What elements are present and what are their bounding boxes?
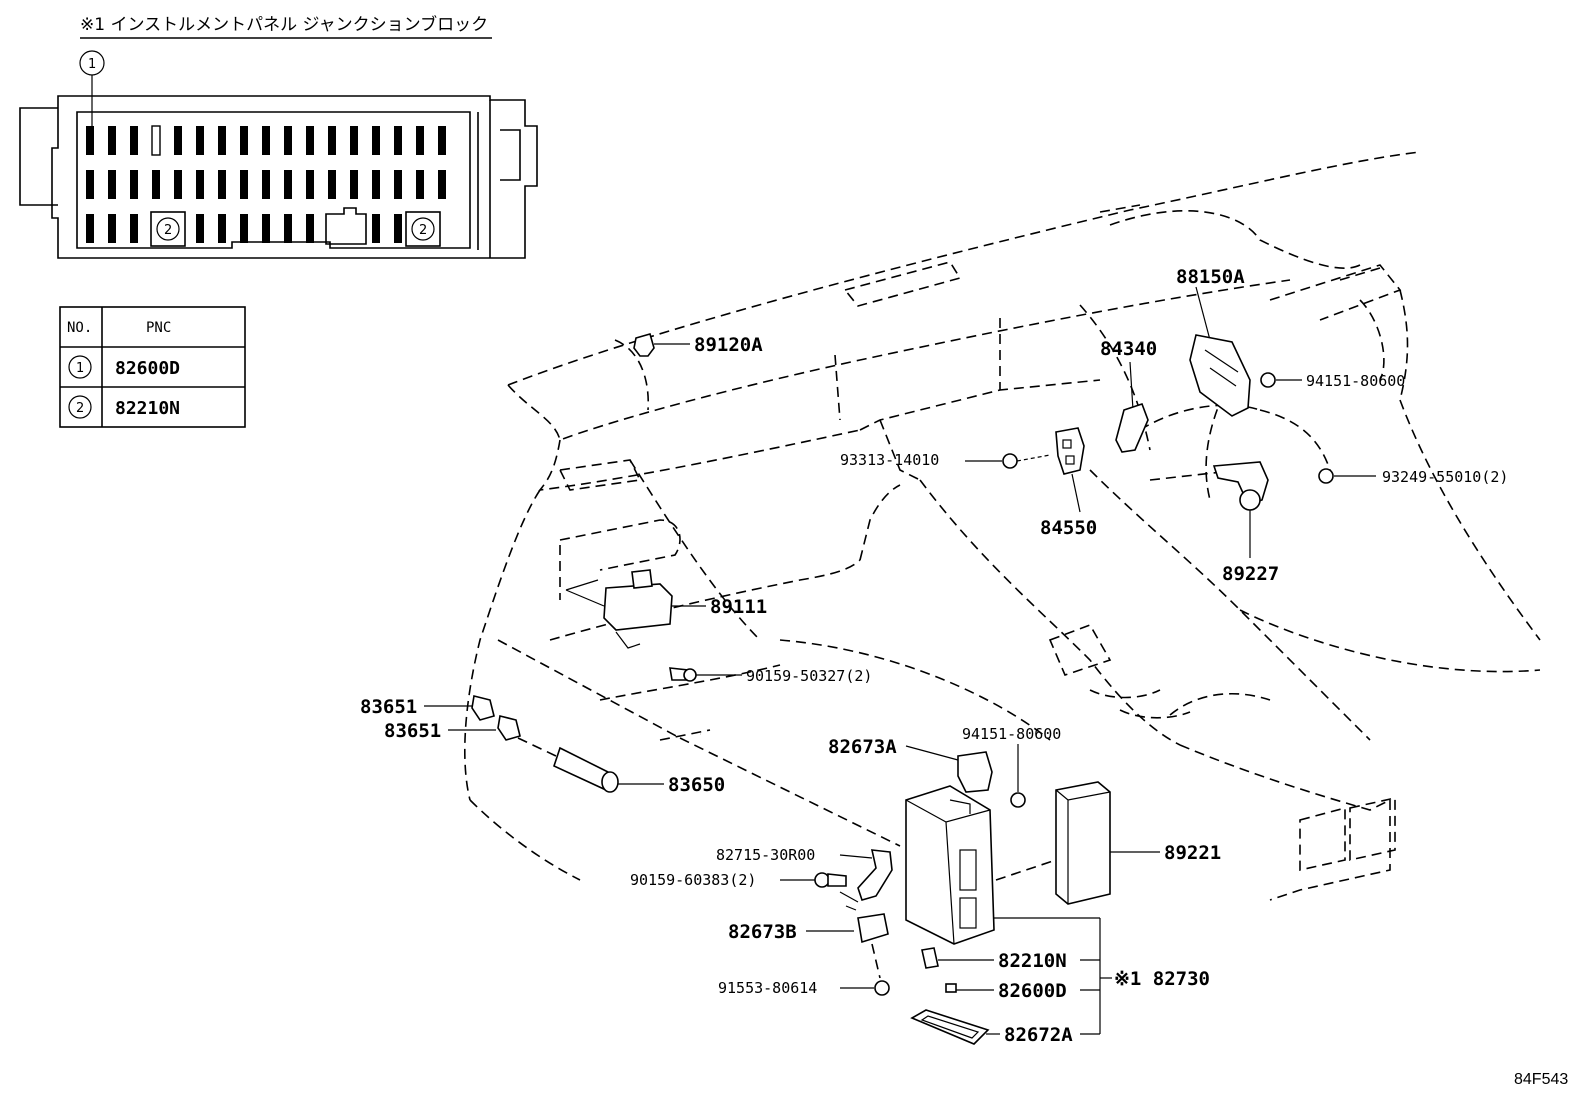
part-89227[interactable]: 89227	[1212, 461, 1279, 585]
label-89227: 89227	[1222, 563, 1279, 585]
part-82600D[interactable]: 82600D	[945, 980, 1067, 1002]
part-94151-80600-a[interactable]: 94151-80600	[1260, 372, 1405, 390]
label-94151-80600-a: 94151-80600	[1306, 372, 1405, 390]
label-90159-60383: 90159-60383(2)	[630, 871, 756, 889]
label-82600D: 82600D	[998, 980, 1067, 1002]
dashed-leaders	[497, 639, 901, 847]
part-88150A[interactable]: 88150A	[1176, 266, 1251, 417]
junction-block-inset: ※1 インストルメントパネル ジャンクションブロック 1	[19, 14, 538, 259]
table-row-2-pnc: 82210N	[115, 398, 180, 419]
label-82673B: 82673B	[728, 921, 797, 943]
label-89120A: 89120A	[694, 334, 763, 356]
part-82672A[interactable]: 82672A	[910, 1009, 1073, 1046]
label-82673A: 82673A	[828, 736, 897, 758]
part-89221[interactable]: 89221	[995, 781, 1221, 905]
label-89111: 89111	[710, 596, 767, 618]
part-82673B[interactable]: 82673B	[728, 913, 889, 944]
label-83651-a: 83651	[360, 696, 417, 718]
junction-block-panel	[76, 111, 471, 249]
part-82730[interactable]	[905, 785, 995, 945]
junction-block-title: ※1 インストルメントパネル ジャンクションブロック	[80, 14, 488, 35]
part-83651-b[interactable]: 83651	[384, 715, 521, 742]
label-84550: 84550	[1040, 517, 1097, 539]
label-83650: 83650	[668, 774, 725, 796]
part-93249-55010[interactable]: 93249-55010(2)	[1318, 468, 1508, 486]
connector-socket	[325, 207, 367, 245]
label-90159-50327: 90159-50327(2)	[746, 667, 872, 685]
label-93313-14010: 93313-14010	[840, 451, 939, 469]
table-header-pnc: PNC	[146, 320, 171, 336]
label-82730: ※1 82730	[1114, 968, 1210, 990]
callout-2-left: 2	[164, 223, 172, 238]
label-84340: 84340	[1100, 338, 1157, 360]
figure-code: 84F543	[1514, 1071, 1568, 1088]
part-90159-50327[interactable]: 90159-50327(2)	[669, 667, 872, 685]
label-91553-80614: 91553-80614	[718, 979, 817, 997]
part-89111[interactable]: 89111	[565, 569, 767, 649]
table-row-2-no: 2	[76, 401, 84, 416]
part-94151-80600-b[interactable]: 94151-80600	[962, 725, 1061, 808]
callout-2-right: 2	[419, 223, 427, 238]
table-header-no: NO.	[67, 320, 92, 336]
assembly-bracket-82730: ※1 82730	[994, 917, 1210, 1035]
label-94151-80600-b: 94151-80600	[962, 725, 1061, 743]
fuse-slots	[86, 125, 446, 243]
table-row-1-pnc: 82600D	[115, 358, 180, 379]
part-83651-a[interactable]: 83651	[360, 695, 495, 721]
part-82673A[interactable]: 82673A	[828, 736, 993, 793]
part-93313-14010[interactable]: 93313-14010	[840, 451, 1051, 469]
part-82715-30R00[interactable]: 82715-30R00	[716, 846, 893, 901]
relay-socket-right	[405, 211, 441, 247]
label-82672A: 82672A	[1004, 1024, 1073, 1046]
label-89221: 89221	[1164, 842, 1221, 864]
label-83651-b: 83651	[384, 720, 441, 742]
dashboard-outline	[464, 151, 1541, 901]
part-89120A[interactable]: 89120A	[633, 333, 763, 357]
relay-socket-left	[150, 211, 186, 247]
label-93249-55010: 93249-55010(2)	[1382, 468, 1508, 486]
part-90159-60383[interactable]: 90159-60383(2)	[630, 871, 859, 911]
part-91553-80614[interactable]: 91553-80614	[718, 943, 890, 997]
label-82715-30R00: 82715-30R00	[716, 846, 815, 864]
part-83650[interactable]: 83650	[517, 737, 725, 796]
pnc-table: NO. PNC 1 82600D 2 82210N	[59, 306, 246, 428]
label-82210N: 82210N	[998, 950, 1067, 972]
part-84340[interactable]: 84340	[1100, 338, 1157, 453]
label-88150A: 88150A	[1176, 266, 1245, 288]
part-84550[interactable]: 84550	[1040, 427, 1097, 539]
part-82210N[interactable]: 82210N	[921, 947, 1067, 972]
junction-block-housing	[51, 95, 538, 259]
callout-1-label: 1	[88, 57, 96, 72]
table-row-1-no: 1	[76, 361, 84, 376]
